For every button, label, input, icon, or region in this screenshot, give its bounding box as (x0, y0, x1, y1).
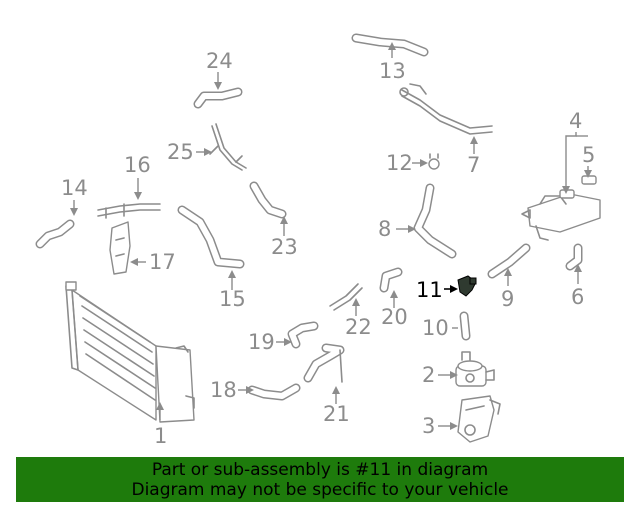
part-radiator (65, 281, 195, 423)
part-hose-10 (459, 311, 471, 341)
part-reservoir (521, 189, 601, 241)
callout-18: 18 (210, 378, 237, 402)
callout-3: 3 (422, 414, 435, 438)
callout-22: 22 (345, 315, 372, 339)
banner-line-disclaimer: Diagram may not be specific to your vehi… (131, 480, 509, 500)
callout-20: 20 (381, 305, 408, 329)
part-bracket-17 (109, 221, 131, 275)
callout-21: 21 (323, 402, 350, 426)
part-hose-18 (247, 383, 301, 401)
part-small-hose-6 (565, 243, 583, 271)
part-hose-24 (193, 87, 243, 109)
part-reservoir-cap (581, 175, 597, 185)
callout-12: 12 (386, 151, 413, 175)
callout-1: 1 (154, 424, 167, 448)
part-fitting-11-highlighted (457, 275, 477, 297)
part-pipe-16 (97, 203, 161, 219)
callout-13: 13 (379, 59, 406, 83)
callout-numbers: 1 2 3 4 5 6 7 8 9 10 11 12 13 14 15 16 1… (61, 49, 595, 448)
part-hose-19 (287, 321, 319, 349)
callout-7: 7 (467, 153, 480, 177)
part-hose-9 (487, 243, 531, 279)
callout-15: 15 (219, 287, 246, 311)
part-hose-14 (35, 219, 75, 249)
leader-lines (70, 42, 592, 430)
part-sensor-12 (428, 153, 440, 170)
callout-8: 8 (378, 217, 391, 241)
callout-6: 6 (571, 285, 584, 309)
part-pipe-25 (209, 123, 247, 171)
part-water-pump (455, 351, 495, 387)
callout-2: 2 (422, 363, 435, 387)
callout-11-highlighted: 11 (416, 278, 443, 302)
callout-5: 5 (582, 143, 595, 167)
callout-23: 23 (271, 235, 298, 259)
part-hose-20 (379, 267, 403, 293)
banner-line-part: Part or sub-assembly is #11 in diagram (151, 460, 489, 480)
part-pipe-7 (399, 83, 493, 135)
part-pipe-22 (329, 283, 363, 311)
callout-24: 24 (206, 49, 233, 73)
callout-4: 4 (569, 109, 582, 133)
part-hose-15 (177, 205, 245, 269)
part-hose-21 (303, 343, 345, 383)
callout-16: 16 (124, 153, 151, 177)
part-hose-23 (249, 181, 287, 219)
info-banner: Part or sub-assembly is #11 in diagram D… (16, 457, 624, 502)
callout-25: 25 (167, 140, 194, 164)
callout-17: 17 (149, 250, 176, 274)
part-pump-bracket (457, 395, 501, 443)
part-hose-8 (413, 183, 457, 259)
callout-10: 10 (422, 316, 449, 340)
callout-19: 19 (248, 330, 275, 354)
callout-14: 14 (61, 176, 88, 200)
callout-9: 9 (501, 287, 514, 311)
parts-diagram: 1 2 3 4 5 6 7 8 9 10 11 12 13 14 15 16 1… (35, 33, 601, 448)
